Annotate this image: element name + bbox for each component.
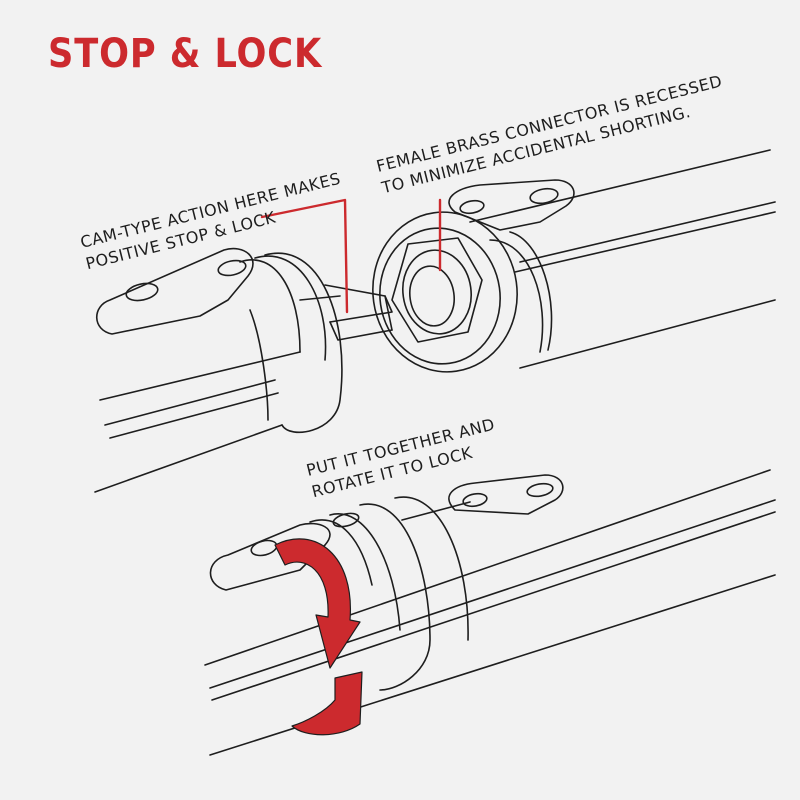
assembled-connector [204, 469, 776, 756]
callout-together: PUT IT TOGETHER AND ROTATE IT TO LOCK [304, 415, 496, 502]
male-connector-top [94, 247, 393, 493]
female-connector-top [372, 149, 776, 373]
callout-cam: CAM-TYPE ACTION HERE MAKES POSITIVE STOP… [78, 169, 342, 274]
cam-leader-line [260, 198, 349, 314]
page-title: STOP & LOCK [48, 31, 323, 77]
rotate-arrow-icon [274, 538, 363, 736]
callout-leaders [260, 198, 442, 314]
callout-female: FEMALE BRASS CONNECTOR IS RECESSED TO MI… [374, 71, 724, 197]
